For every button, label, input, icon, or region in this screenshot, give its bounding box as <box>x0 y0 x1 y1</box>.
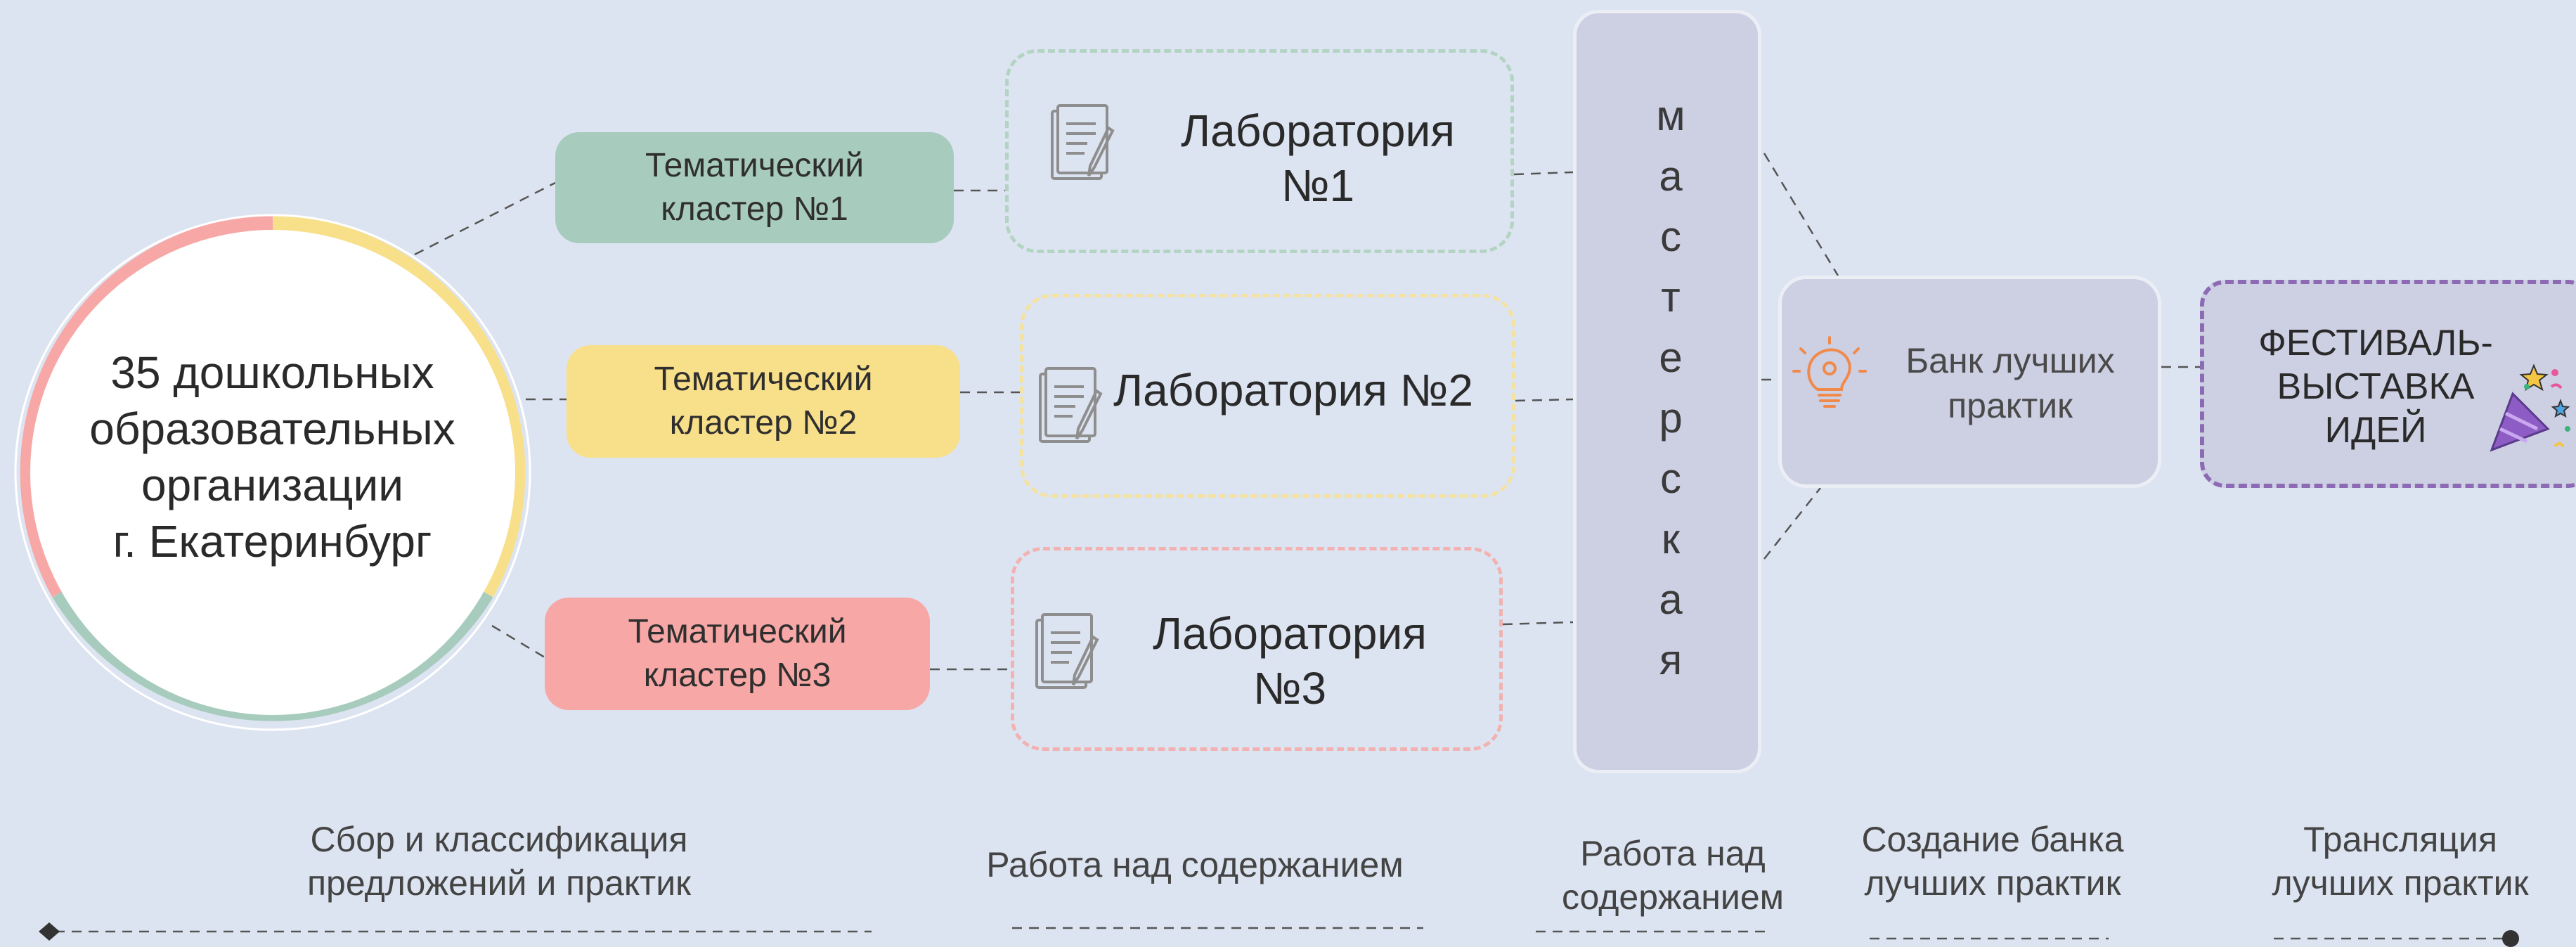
lightbulb-icon <box>1792 336 1867 408</box>
cluster-2-line-2: кластер №2 <box>669 404 857 442</box>
stage-5-line-1: Трансляция <box>2303 820 2497 859</box>
bank-line-1: Банк лучших <box>1905 341 2115 380</box>
cluster-1-line-2: кластер №1 <box>661 191 848 228</box>
cluster-3-line-2: кластер №3 <box>643 657 831 694</box>
connector-lab2-workshop <box>1515 398 1574 402</box>
workshop-column: м а с т е р с к а я <box>1573 10 1761 773</box>
document-pencil-icon <box>1051 104 1115 180</box>
timeline-end-marker <box>2502 930 2519 947</box>
workshop-letter: р <box>1659 394 1683 442</box>
ring-inner-circle <box>30 230 515 715</box>
organizations-line-2: образовательных <box>89 404 455 454</box>
stage-4-line-1: Создание банка <box>1861 820 2124 859</box>
laboratory-2-line-1: Лаборатория №2 <box>1113 365 1473 415</box>
timeline-start-marker <box>39 922 60 941</box>
stage-5-caption: Трансляция лучших практик <box>2228 816 2572 907</box>
best-practices-bank-label: Банк лучших практик <box>1870 337 2151 429</box>
stage-1-caption: Сбор и классификация предложений и практ… <box>211 816 787 907</box>
laboratory-1-line-2: №1 <box>1281 160 1355 211</box>
festival-label: ФЕСТИВАЛЬ- ВЫСТАВКА ИДЕЙ <box>2228 320 2523 453</box>
stage-4-line-2: лучших практик <box>1864 863 2121 903</box>
connector-ring-cluster3 <box>491 624 545 659</box>
ring-segment-yellow <box>272 214 526 598</box>
connector-workshop-bank-top <box>1763 153 1839 276</box>
laboratory-3-line-2: №3 <box>1253 663 1327 714</box>
connector-workshop-bank-bottom <box>1763 487 1821 560</box>
festival-line-1: ФЕСТИВАЛЬ- <box>2258 323 2493 363</box>
stage-4-caption: Создание банка лучших практик <box>1827 816 2158 907</box>
festival-line-2: ВЫСТАВКА <box>2277 366 2475 407</box>
organizations-label: 35 дошкольных образовательных организаци… <box>70 347 474 567</box>
festival-box <box>2200 280 2576 488</box>
cluster-2-line-1: Тематический <box>654 361 873 398</box>
laboratory-3-line-1: Лаборатория <box>1153 608 1427 659</box>
laboratory-1-line-1: Лаборатория <box>1181 105 1455 156</box>
party-popper-icon <box>2490 363 2570 452</box>
cluster-3-line-1: Тематический <box>628 613 847 650</box>
cluster-3: Тематический кластер №3 <box>545 598 930 710</box>
document-pencil-icon <box>1035 613 1099 689</box>
stage-1-line-1: Сбор и классификация <box>310 820 688 859</box>
connector-ring-cluster1 <box>414 181 556 256</box>
cluster-2: Тематический кластер №2 <box>567 345 960 458</box>
cluster-1-line-1: Тематический <box>645 147 865 184</box>
workshop-letter: к <box>1661 515 1681 562</box>
laboratory-2-box <box>1020 294 1515 498</box>
organizations-line-1: 35 дошкольных <box>110 347 434 398</box>
stage-1-line-2: предложений и практик <box>306 863 692 903</box>
connector-lab1-workshop <box>1513 171 1574 176</box>
ring-outer-outline <box>14 214 531 731</box>
organizations-line-4: г. Екатеринбург <box>112 516 432 567</box>
stage-5-line-2: лучших практик <box>2272 863 2529 903</box>
laboratory-1-title: Лаборатория №1 <box>1128 102 1508 214</box>
workshop-letter: м <box>1656 92 1685 139</box>
ring-segment-pink <box>20 214 273 598</box>
workshop-letter: я <box>1659 636 1683 683</box>
laboratory-3-box <box>1011 547 1503 751</box>
document-pencil-icon <box>1039 367 1103 443</box>
stage-3-caption: Работа над содержанием <box>1518 830 1827 921</box>
connector-lab3-workshop <box>1502 621 1574 626</box>
workshop-letter: т <box>1661 273 1681 321</box>
best-practices-bank-box <box>1778 276 2161 488</box>
organizations-line-3: организации <box>141 460 403 510</box>
festival-line-3: ИДЕЙ <box>2324 410 2427 451</box>
stage-2-line-1: Работа над содержанием <box>986 845 1404 884</box>
stage-3-line-1: Работа над <box>1580 834 1766 873</box>
cluster-1: Тематический кластер №1 <box>555 132 954 243</box>
laboratory-1-box <box>1005 49 1514 253</box>
workshop-letter: а <box>1659 576 1683 623</box>
bank-line-2: практик <box>1948 386 2073 425</box>
workshop-letter: а <box>1659 153 1683 200</box>
workshop-letter: с <box>1660 213 1681 260</box>
stage-3-line-2: содержанием <box>1561 877 1785 917</box>
workshop-letter: с <box>1660 455 1681 502</box>
stage-2-caption: Работа над содержанием <box>949 837 1441 893</box>
laboratory-3-title: Лаборатория №3 <box>1093 605 1487 717</box>
laboratory-2-title: Лаборатория №2 <box>1082 355 1504 425</box>
workshop-letter: е <box>1659 334 1683 381</box>
